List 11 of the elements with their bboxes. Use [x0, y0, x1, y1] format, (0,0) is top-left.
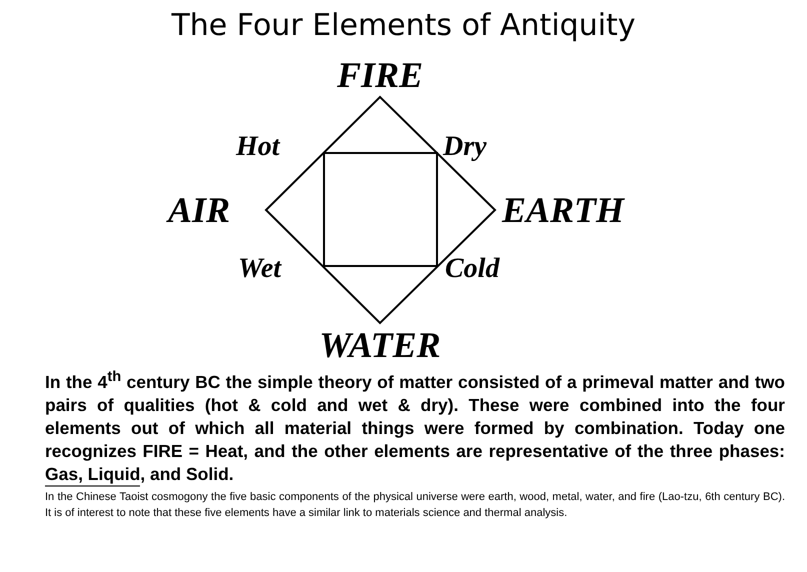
- element-label: EARTH: [502, 189, 624, 231]
- diagram-title: The Four Elements of Antiquity: [170, 8, 637, 43]
- element-label: AIR: [168, 189, 230, 231]
- element-label: WATER: [318, 324, 442, 366]
- quality-label: Dry: [443, 131, 487, 163]
- element-label: FIRE: [336, 54, 424, 96]
- quality-label: Wet: [238, 253, 282, 285]
- quality-label: Hot: [236, 131, 280, 163]
- description-paragraph: In the 4$^{th}$ century BC the simple theory of matter consisted of a primeval matter and two pairs of qualities (hot & cold and wet & dry). These were combined into the four elements out of which all material things were formed by combination. Today one recognizes FIRE = Heat, and the other elements are representative of the three phases: Gas, Liquid, and Solid.: [45, 368, 785, 486]
- footnote-text: In the Chinese Taoist cosmogony the five basic components of the physical universe were earth, wood, metal, water, and fire (Lao-tzu, 6th century BC). It is of interest to note that these five elements have a similar link to materials science and thermal analysis.: [45, 490, 785, 521]
- quality-label: Cold: [445, 253, 500, 285]
